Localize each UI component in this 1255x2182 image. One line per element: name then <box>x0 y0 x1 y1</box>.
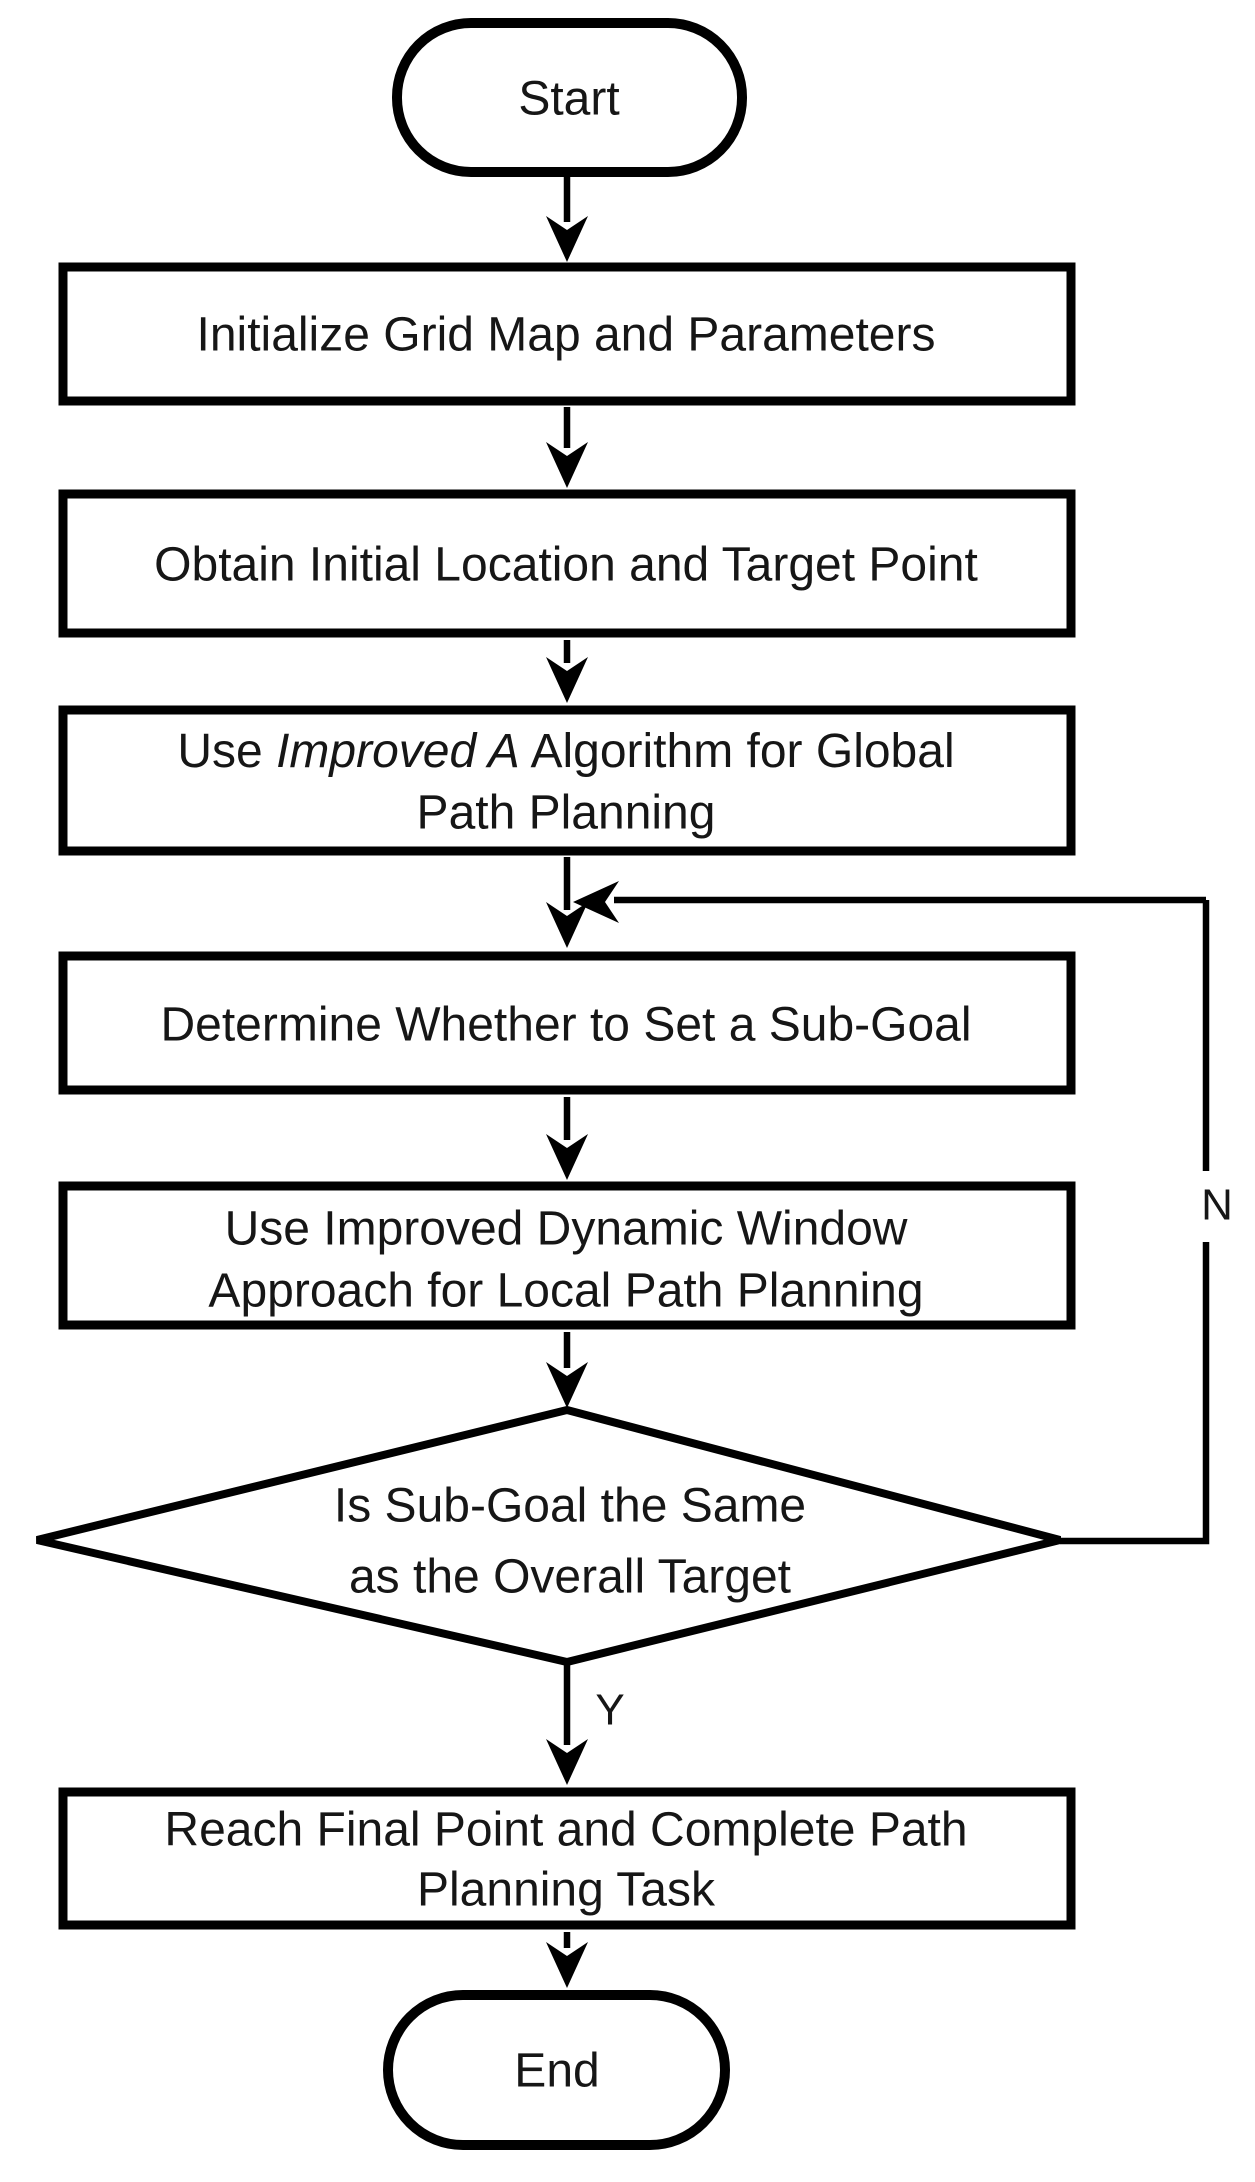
arrow-init-to-obtain <box>546 407 588 488</box>
node-decision-subgoal-target: Is Sub-Goal the Same as the Overall Targ… <box>36 1405 1062 1667</box>
process-label-line2: Planning Task <box>417 1864 716 1917</box>
arrowhead-down-icon <box>546 216 588 262</box>
node-determine-subgoal: Determine Whether to Set a Sub-Goal <box>58 951 1076 1095</box>
decision-label-line2: as the Overall Target <box>349 1551 791 1604</box>
end-label: End <box>514 2045 599 2098</box>
arrowhead-down-icon <box>546 1739 588 1785</box>
start-terminator-shape <box>392 18 747 177</box>
node-global-path-planning: Use Improved A Algorithm for Global Path… <box>58 705 1076 856</box>
arrowhead-down-icon <box>546 1134 588 1180</box>
process-label: Determine Whether to Set a Sub-Goal <box>160 999 971 1052</box>
arrowhead-down-icon <box>546 1942 588 1988</box>
arrowhead-down-icon <box>546 1362 588 1408</box>
process-label-line1: Use Improved Dynamic Window <box>225 1203 908 1256</box>
decision-label-line1: Is Sub-Goal the Same <box>334 1480 806 1533</box>
process-label: Initialize Grid Map and Parameters <box>197 309 936 362</box>
arrowhead-left-icon <box>573 881 619 923</box>
end-terminator-shape <box>383 1990 730 2150</box>
node-initialize-grid-map: Initialize Grid Map and Parameters <box>58 262 1076 406</box>
arrow-decision-yes <box>546 1662 588 1785</box>
connectors <box>546 177 1210 1988</box>
process-shape <box>58 1787 1076 1930</box>
label-segment: Algorithm for Global <box>520 725 955 778</box>
label-segment-italic: Improved A <box>276 725 520 778</box>
process-label-line1: Reach Final Point and Complete Path <box>164 1804 967 1857</box>
process-shape <box>58 262 1076 406</box>
process-shape <box>58 489 1076 638</box>
process-label-line2: Approach for Local Path Planning <box>208 1265 923 1318</box>
arrowhead-down-icon <box>546 442 588 488</box>
process-shape <box>58 705 1076 856</box>
label-segment: Use <box>177 725 276 778</box>
arrow-reach-to-end <box>546 1932 588 1988</box>
edge-label-no: N <box>1201 1181 1233 1230</box>
node-local-path-planning: Use Improved Dynamic Window Approach for… <box>58 1181 1076 1330</box>
start-label: Start <box>518 73 619 126</box>
process-label: Obtain Initial Location and Target Point <box>154 539 978 592</box>
edge-label-yes: Y <box>595 1686 624 1735</box>
arrow-global-to-subgoal <box>546 857 588 948</box>
arrowhead-down-icon <box>546 902 588 948</box>
process-shape <box>58 1181 1076 1330</box>
feedback-loop-no <box>573 881 1210 1545</box>
process-label-line2: Path Planning <box>417 787 716 840</box>
arrow-start-to-init <box>546 177 588 262</box>
arrow-subgoal-to-local <box>546 1097 588 1180</box>
process-shape <box>58 951 1076 1095</box>
process-label-line1: Use Improved A Algorithm for Global <box>177 725 954 778</box>
node-reach-final-point: Reach Final Point and Complete Path Plan… <box>58 1787 1076 1930</box>
arrowhead-down-icon <box>546 657 588 703</box>
node-obtain-location-target: Obtain Initial Location and Target Point <box>58 489 1076 638</box>
node-start: Start <box>392 18 747 177</box>
arrow-local-to-decision <box>546 1332 588 1408</box>
decision-shape <box>36 1405 1062 1667</box>
arrow-obtain-to-global <box>546 640 588 703</box>
node-end: End <box>383 1990 730 2150</box>
